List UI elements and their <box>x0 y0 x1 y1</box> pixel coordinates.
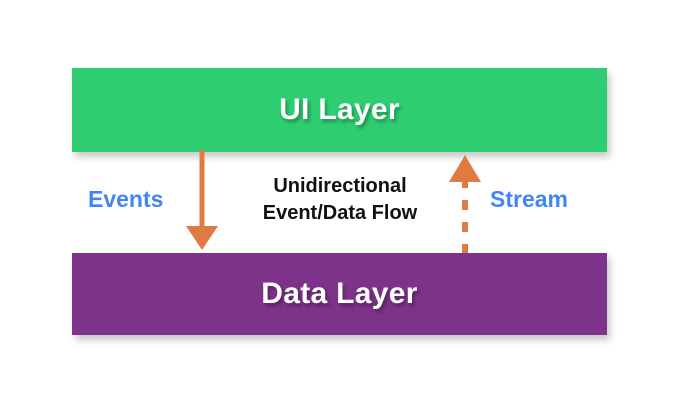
stream-arrow-icon <box>449 155 481 254</box>
events-arrow-icon <box>186 150 218 250</box>
flow-caption-line-2: Event/Data Flow <box>262 202 418 224</box>
ui-layer-box[interactable]: UI Layer <box>72 68 607 152</box>
flow-caption-line-1: Unidirectional <box>273 175 407 197</box>
flow-caption: Unidirectional Event/Data Flow <box>231 173 449 227</box>
ui-layer-label: UI Layer <box>279 93 400 126</box>
stream-label: Stream <box>490 186 568 212</box>
events-label: Events <box>88 186 164 212</box>
data-layer-label: Data Layer <box>261 277 418 310</box>
data-layer-box[interactable]: Data Layer <box>72 253 607 335</box>
